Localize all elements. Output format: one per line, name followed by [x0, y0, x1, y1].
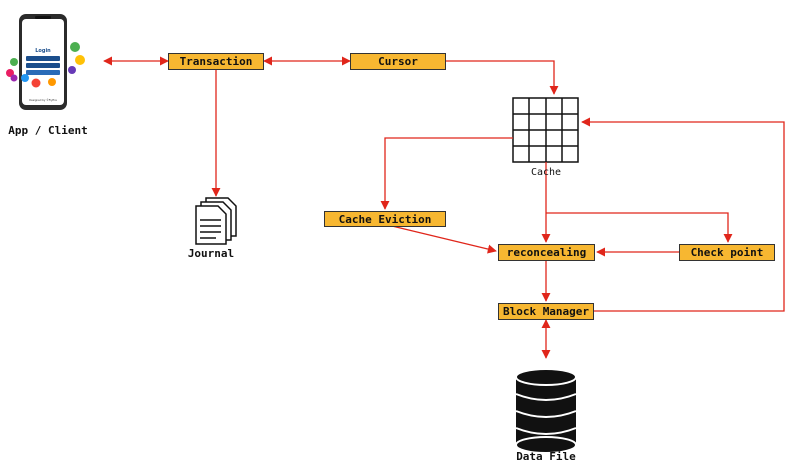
app-client-label: App / Client — [8, 124, 88, 137]
check-point-node: Check point — [679, 244, 775, 261]
cache-label: Cache — [530, 167, 562, 178]
cache-eviction-node: Cache Eviction — [324, 211, 446, 227]
reconcealing-node: reconcealing — [498, 244, 595, 261]
phone-footer: Designed by ©Flyfire — [29, 98, 57, 102]
data-file-label: Data File — [516, 450, 576, 463]
connectors — [103, 56, 785, 359]
cursor-node: Cursor — [350, 53, 446, 70]
phone-title: Login — [35, 48, 51, 54]
phone-icon: Login Designed by ©Flyfire — [6, 14, 85, 110]
block-manager-node: Block Manager — [498, 303, 594, 320]
database-icon — [515, 368, 577, 454]
transaction-node: Transaction — [168, 53, 264, 70]
journal-documents-icon — [195, 197, 237, 245]
cache-grid-icon — [512, 97, 579, 163]
journal-label: Journal — [187, 247, 235, 260]
